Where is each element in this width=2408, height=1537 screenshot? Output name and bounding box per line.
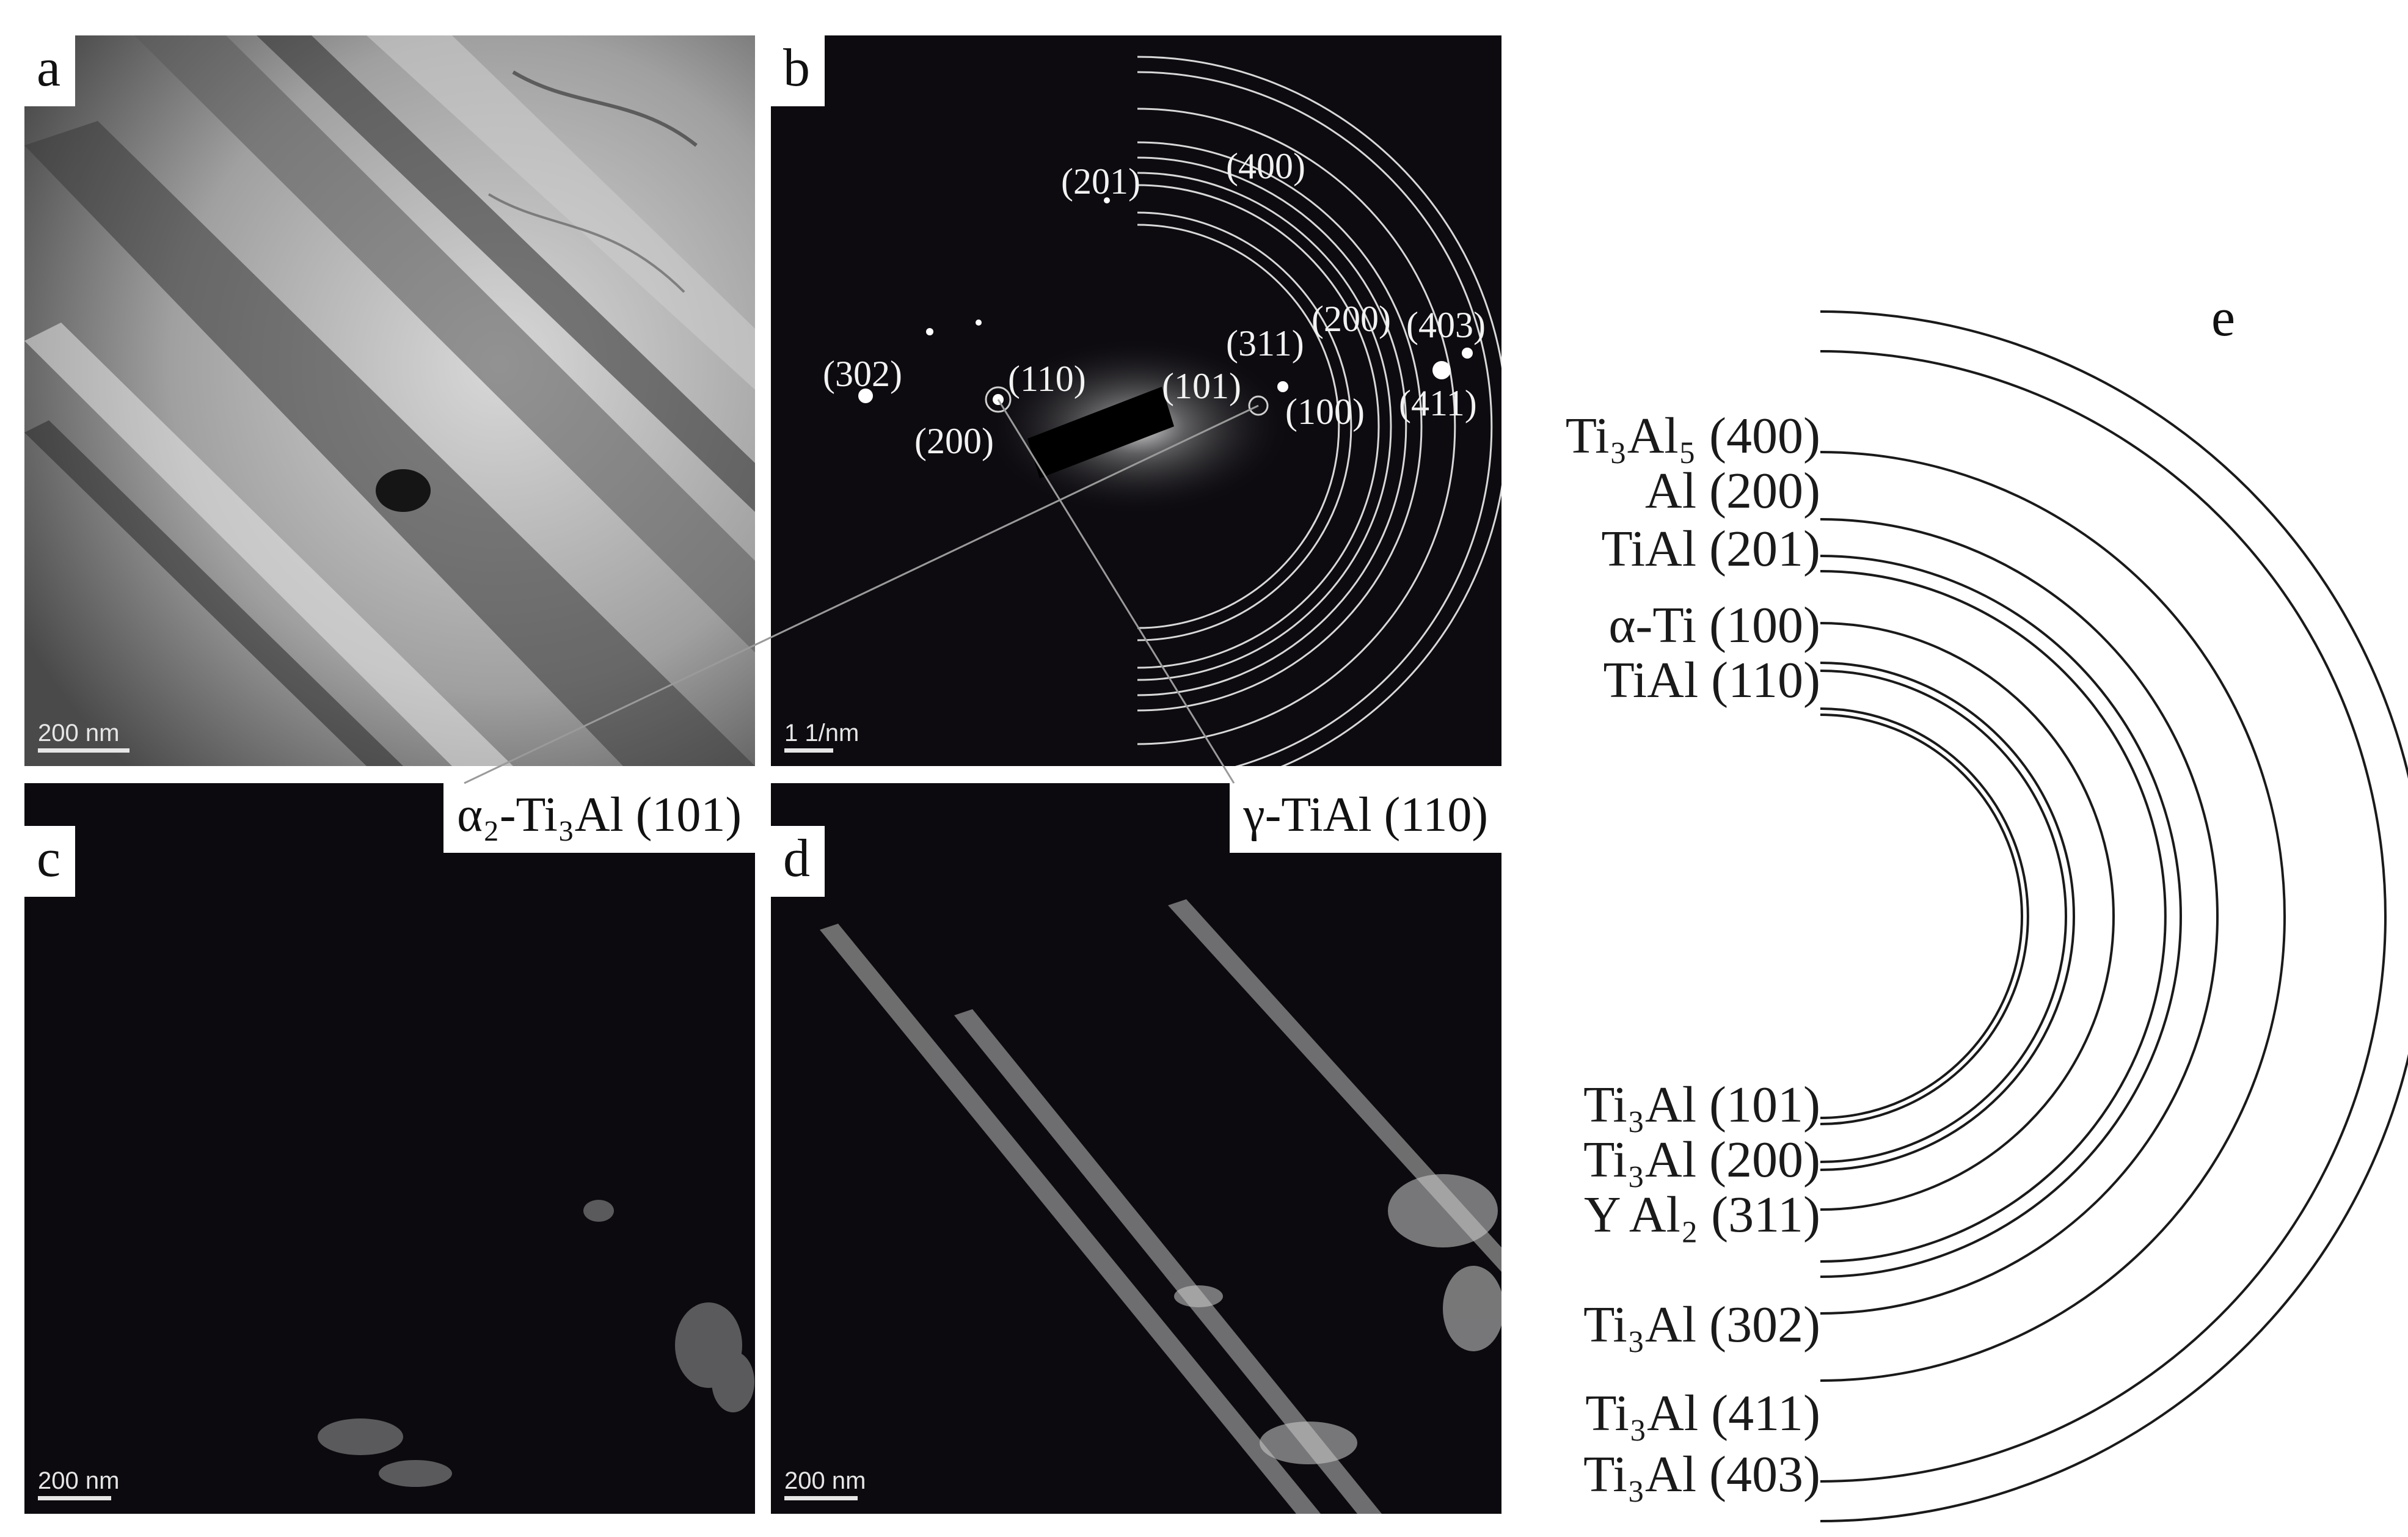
phase-label-c: α₂-Ti₃Al (101)	[443, 783, 755, 853]
scale-bar-label: 200 nm	[38, 720, 120, 747]
indexed-ring-arcs	[1820, 310, 2408, 1522]
spot-label-400: (400)	[1226, 146, 1305, 186]
diffraction-spots	[858, 197, 1473, 405]
ring-label-ti3al-403: Ti₃Al (403)	[1583, 1446, 1820, 1503]
spot-label-101: (101)	[1162, 366, 1241, 406]
ring-label-ti3al-411: Ti₃Al (411)	[1585, 1385, 1820, 1442]
panel-letter-a: a	[24, 35, 76, 106]
diffraction-rings	[1137, 56, 1501, 766]
scale-bar-b: 1 1/nm	[784, 720, 859, 753]
scale-bar-c: 200 nm	[38, 1467, 119, 1500]
scale-bar-label: 200 nm	[38, 1467, 120, 1494]
dark-field-micrograph-c	[318, 1200, 754, 1487]
phase-label-d: γ-TiAl (110)	[1230, 783, 1501, 853]
spot-label-201: (201)	[1061, 161, 1140, 202]
dark-field-micrograph-d	[820, 899, 1501, 1514]
panel-c-dark-field-image: c α₂-Ti₃Al (101) 200 nm	[24, 783, 755, 1514]
panel-letter-e: e	[2211, 288, 2236, 348]
spot-label-200-left: (200)	[914, 421, 994, 461]
panel-letter-b: b	[771, 35, 825, 106]
bright-field-micrograph	[24, 35, 755, 766]
spot-label-302: (302)	[823, 354, 902, 394]
ring-label-alpha-ti-100: α-Ti (100)	[1608, 597, 1820, 654]
panel-b-diffraction-pattern: b (201) (400) (302) (110) (200) (311) (2…	[771, 35, 1501, 766]
ring-label-tial-110: TiAl (110)	[1603, 652, 1820, 709]
ring-label-ti3al5-400: Ti₃Al₅ (400)	[1565, 407, 1820, 464]
scale-bar-label: 200 nm	[784, 1467, 866, 1494]
ring-label-al-200: Al (200)	[1645, 462, 1820, 519]
scale-bar-a: 200 nm	[38, 720, 130, 753]
scale-bar-line	[784, 1496, 858, 1500]
scale-bar-line	[784, 748, 833, 753]
ring-label-ti3al-200: Ti₃Al (200)	[1583, 1131, 1820, 1188]
scale-bar-line	[38, 1496, 111, 1500]
ring-label-yal2-311: Y Al₂ (311)	[1583, 1186, 1820, 1243]
scale-bar-line	[38, 748, 130, 753]
panel-d-dark-field-image: d γ-TiAl (110) 200 nm	[771, 783, 1501, 1514]
panel-a-bright-field-image: a 200 nm	[24, 35, 755, 766]
ring-label-tial-201: TiAl (201)	[1601, 520, 1820, 577]
spot-label-311: (311)	[1226, 323, 1304, 363]
panel-letter-c: c	[24, 826, 76, 897]
spot-label-100: (100)	[1285, 392, 1365, 432]
panel-e-ring-schematic: e Ti₃Al₅ (400) Al (200) TiAl (201) α-Ti …	[1503, 0, 2408, 1537]
spot-label-200-right: (200)	[1312, 299, 1391, 339]
ring-label-ti3al-302: Ti₃Al (302)	[1583, 1296, 1820, 1353]
panel-letter-d: d	[771, 826, 825, 897]
spot-label-110: (110)	[1008, 359, 1086, 399]
spot-label-411: (411)	[1399, 383, 1477, 423]
scale-bar-d: 200 nm	[784, 1467, 866, 1500]
diffraction-pattern	[858, 56, 1501, 766]
spot-label-403: (403)	[1406, 305, 1486, 345]
ring-label-ti3al-101: Ti₃Al (101)	[1583, 1076, 1820, 1133]
scale-bar-label: 1 1/nm	[784, 720, 859, 747]
